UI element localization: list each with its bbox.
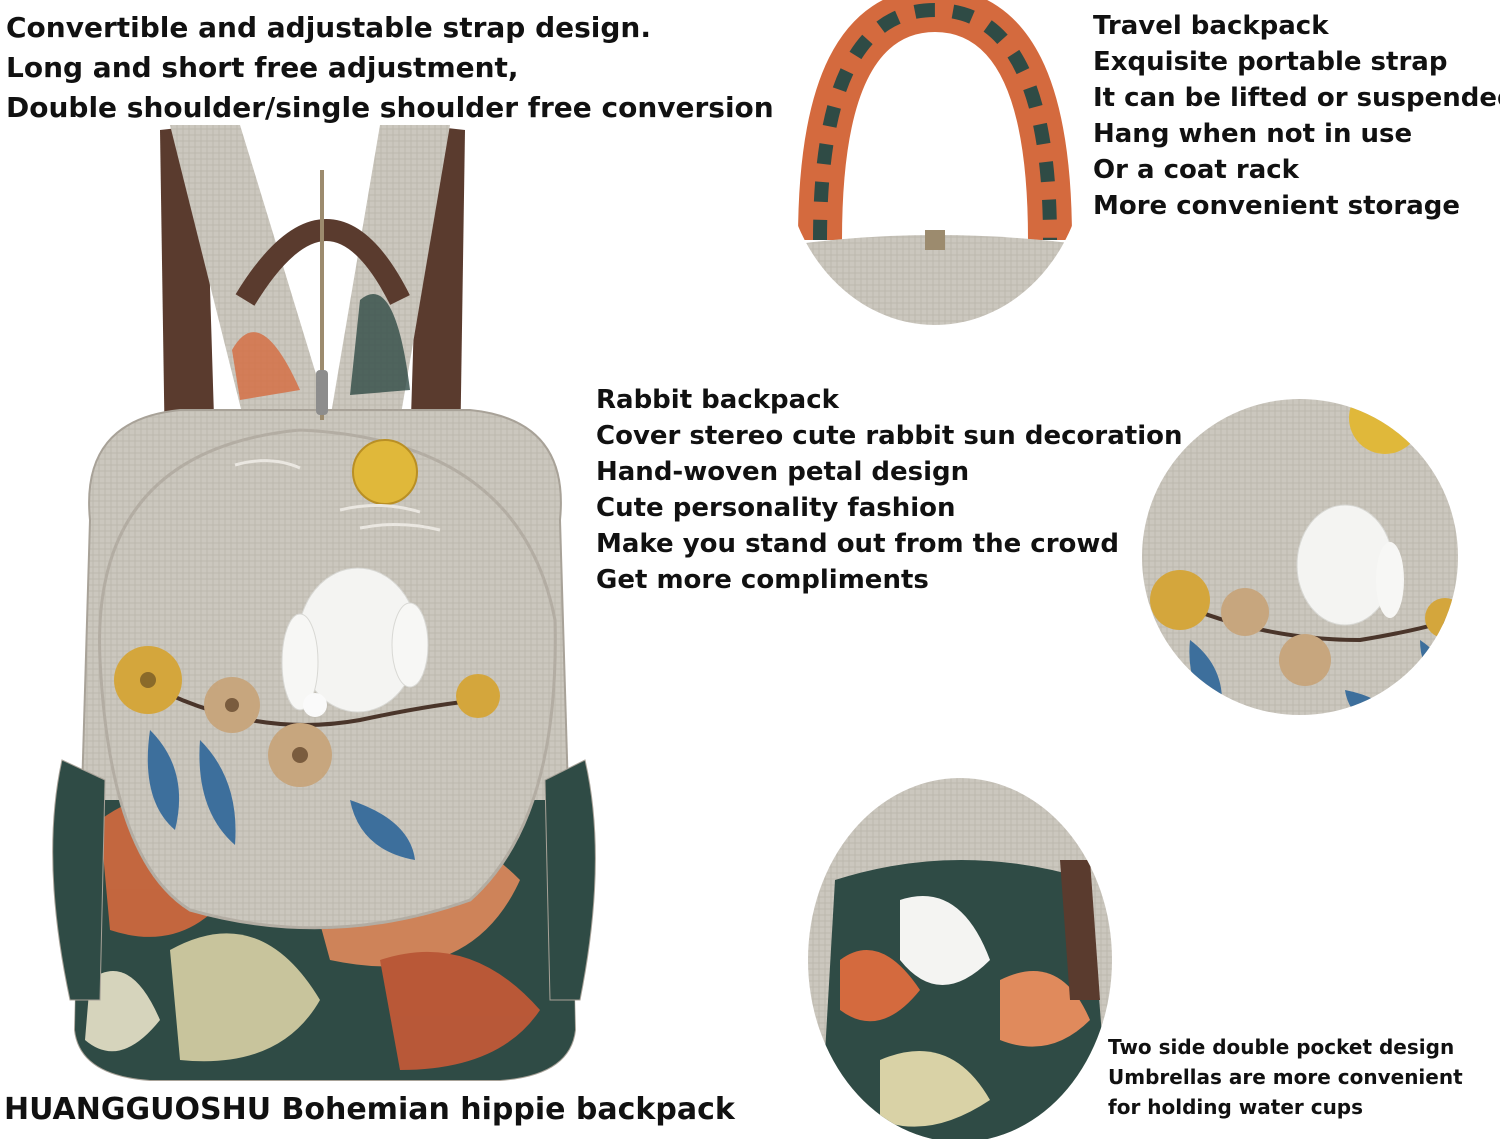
- main-backpack-photo: [52, 125, 596, 1081]
- strap-feature-line: Convertible and adjustable strap design.: [6, 11, 651, 44]
- handle-feature-line: More convenient storage: [1093, 191, 1461, 221]
- flower-decorations: [114, 646, 500, 787]
- handle-feature-line: Travel backpack: [1093, 11, 1329, 41]
- rabbit-detail-photo: [1142, 399, 1458, 715]
- leaf-decorations: [147, 730, 415, 860]
- rabbit-decoration: [281, 567, 429, 717]
- product-caption: HUANGGUOSHU Bohemian hippie backpack: [4, 1092, 735, 1127]
- zipper-pull: [316, 370, 328, 415]
- strap-feature-line: Double shoulder/single shoulder free con…: [6, 91, 774, 124]
- pocket-feature-line: for holding water cups: [1108, 1095, 1364, 1119]
- rabbit-feature-line: Get more compliments: [596, 565, 929, 595]
- rabbit-feature-text: Rabbit backpack Cover stereo cute rabbit…: [596, 382, 1182, 598]
- handle-feature-line: It can be lifted or suspended: [1093, 83, 1500, 113]
- rabbit-feature-line: Cover stereo cute rabbit sun decoration: [596, 421, 1183, 451]
- handle-feature-line: Or a coat rack: [1093, 155, 1299, 185]
- handle-feature-text: Travel backpack Exquisite portable strap…: [1093, 8, 1500, 224]
- handle-feature-line: Exquisite portable strap: [1093, 47, 1448, 77]
- pocket-feature-line: Two side double pocket design: [1108, 1035, 1455, 1059]
- handle-feature-line: Hang when not in use: [1093, 119, 1413, 149]
- rabbit-feature-line: Cute personality fashion: [596, 493, 956, 523]
- pocket-detail-photo: [808, 778, 1112, 1139]
- pocket-feature-text: Two side double pocket design Umbrellas …: [1108, 1032, 1463, 1122]
- strap-feature-text: Convertible and adjustable strap design.…: [6, 8, 774, 128]
- strap-feature-line: Long and short free adjustment,: [6, 51, 519, 84]
- rabbit-feature-line: Rabbit backpack: [596, 385, 839, 415]
- rabbit-feature-line: Make you stand out from the crowd: [596, 529, 1120, 559]
- top-handle: [235, 219, 410, 306]
- sun-decoration: [352, 439, 418, 505]
- handle-detail-photo: [783, 0, 1087, 325]
- rabbit-feature-line: Hand-woven petal design: [596, 457, 970, 487]
- pocket-feature-line: Umbrellas are more convenient: [1108, 1065, 1463, 1089]
